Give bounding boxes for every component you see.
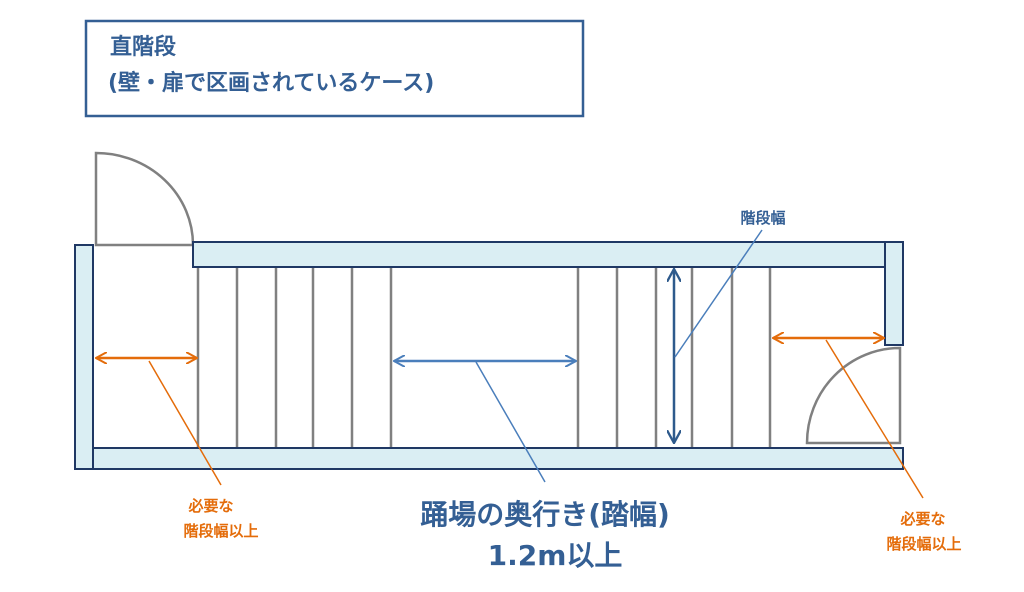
top-wall	[192, 241, 886, 268]
right-required-leader	[825, 339, 924, 499]
left-required-leader	[148, 360, 222, 486]
stair-treads	[196, 267, 772, 448]
right-required-label-line2: 階段幅以上	[886, 535, 961, 553]
landing-depth-label-line1: 踊場の奥行き(踏幅)	[420, 498, 670, 531]
title-box: 直階段 (壁・扉で区画されているケース)	[84, 19, 585, 118]
left-required-label-line2: 階段幅以上	[183, 522, 258, 540]
title-line2: (壁・扉で区画されているケース)	[108, 70, 434, 96]
left-required-label-line1: 必要な	[187, 497, 233, 515]
right-door	[805, 346, 902, 445]
stair-width-leader	[674, 229, 763, 358]
bottom-wall	[92, 447, 904, 470]
left-wall	[74, 244, 94, 470]
stair-width-label: 階段幅	[740, 209, 785, 227]
right-required-label-line1: 必要な	[899, 510, 945, 528]
landing-depth-label-line2: 1.2m以上	[488, 539, 623, 572]
right-wall	[884, 241, 904, 346]
left-door	[94, 151, 195, 247]
landing-depth-leader	[475, 361, 546, 483]
title-line1: 直階段	[110, 34, 176, 60]
